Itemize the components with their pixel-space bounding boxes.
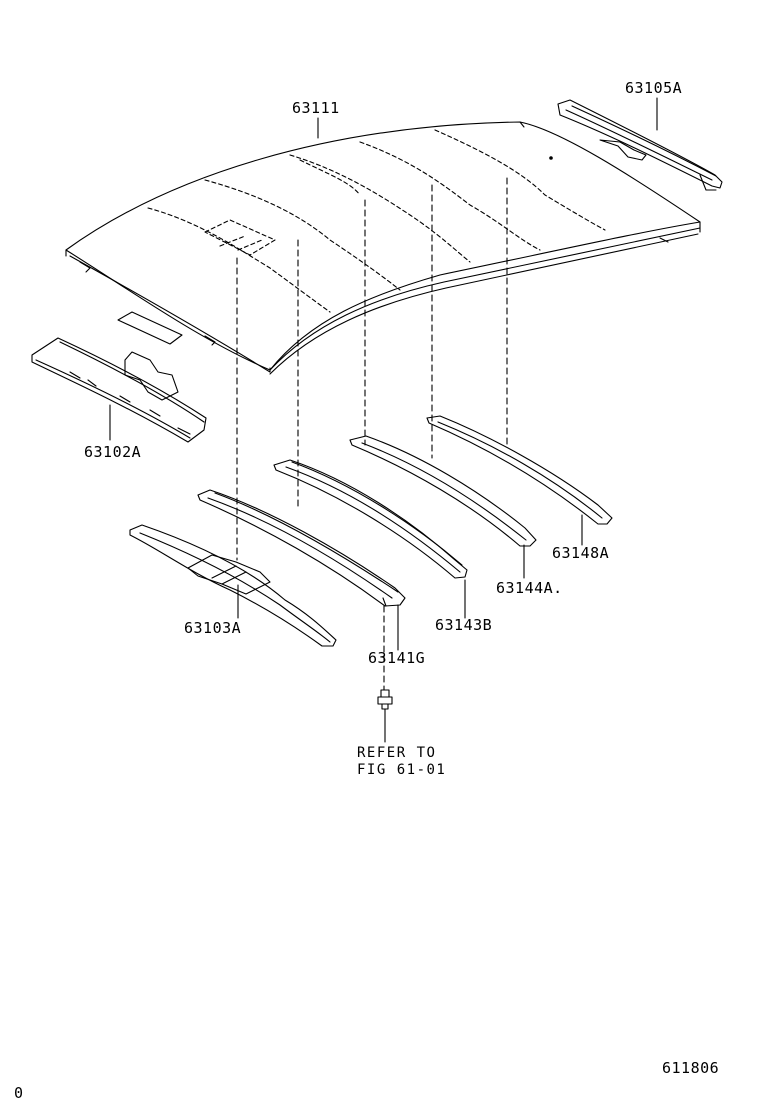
- bow-front-drawing: [129, 524, 337, 647]
- bow-2-drawing: [197, 489, 406, 607]
- refer-note-line1: REFER TO: [357, 745, 437, 761]
- part-number-63105a: 63105A: [625, 79, 683, 97]
- bow-5-drawing: [426, 415, 613, 525]
- figure-code: 611806: [662, 1059, 720, 1077]
- assembly-lines: [236, 177, 508, 691]
- bow-3-drawing: [273, 459, 468, 579]
- part-number-63102a: 63102A: [84, 443, 142, 461]
- front-header-drawing: [31, 337, 207, 443]
- bow-4-drawing: [349, 435, 537, 547]
- refer-note-line2: FIG 61-01: [357, 762, 447, 778]
- part-number-63111: 63111: [292, 99, 340, 117]
- part-number-63143b: 63143B: [435, 616, 493, 634]
- part-number-63103a: 63103A: [184, 619, 242, 637]
- leader-lines: [109, 97, 658, 651]
- part-number-63148a: 63148A: [552, 544, 610, 562]
- back-header-drawing: [557, 99, 723, 191]
- corner-mark: 0: [14, 1084, 24, 1102]
- bolt-drawing: [377, 689, 393, 743]
- part-number-63141g: 63141G: [368, 649, 426, 667]
- roof-panel-drawing: [65, 121, 701, 375]
- roof-pad-drawing: [117, 311, 183, 345]
- part-number-63144a: 63144A.: [496, 579, 563, 597]
